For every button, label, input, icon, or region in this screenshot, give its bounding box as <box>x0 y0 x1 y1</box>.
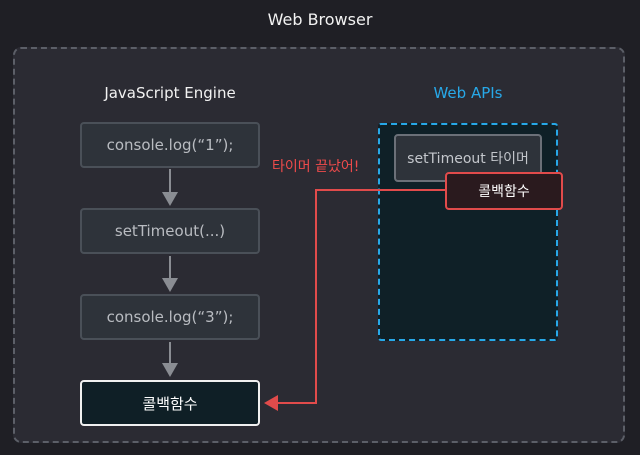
timer-done-label: 타이머 끝났어! <box>272 159 360 175</box>
engine-step-console-log-1: console.log(“1”); <box>80 122 260 168</box>
web-apis-callback-box: 콜백함수 <box>445 172 563 210</box>
diagram-title: Web Browser <box>267 10 373 29</box>
engine-step-callback: 콜백함수 <box>80 380 260 426</box>
javascript-engine-label: JavaScript Engine <box>104 84 236 102</box>
engine-step-settimeout: setTimeout(...) <box>80 208 260 254</box>
web-apis-label: Web APIs <box>433 84 503 102</box>
callback-return-arrow <box>264 189 445 411</box>
engine-step-console-log-3: console.log(“3”); <box>80 294 260 340</box>
